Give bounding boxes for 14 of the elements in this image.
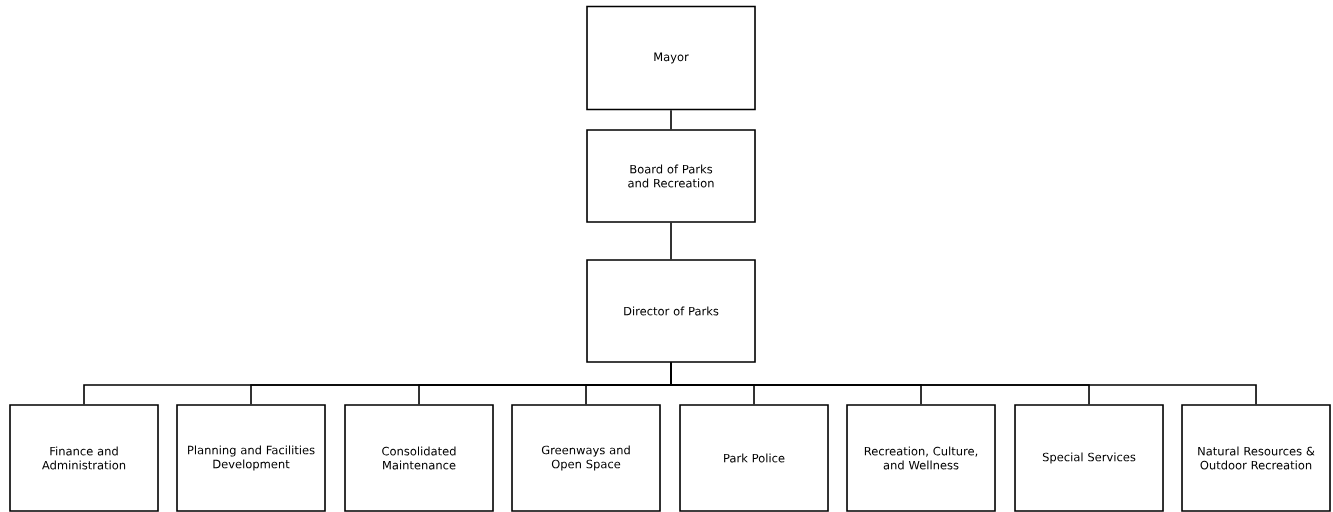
connector-line <box>670 109 672 130</box>
org-box: Greenways and Open Space <box>511 404 661 512</box>
org-box: Natural Resources & Outdoor Recreation <box>1181 404 1331 512</box>
org-box: Park Police <box>679 404 829 512</box>
org-box: Recreation, Culture, and Wellness <box>846 404 996 512</box>
org-box: Planning and Facilities Development <box>176 404 326 512</box>
connector-line <box>670 362 1257 405</box>
connector-line <box>670 222 672 260</box>
org-box: Finance and Administration <box>9 404 159 512</box>
org-box: Board of Parks and Recreation <box>586 129 756 223</box>
org-box: Special Services <box>1014 404 1164 512</box>
org-box: Director of Parks <box>586 259 756 363</box>
org-box: Mayor <box>586 5 756 111</box>
org-box: Consolidated Maintenance <box>344 404 494 512</box>
